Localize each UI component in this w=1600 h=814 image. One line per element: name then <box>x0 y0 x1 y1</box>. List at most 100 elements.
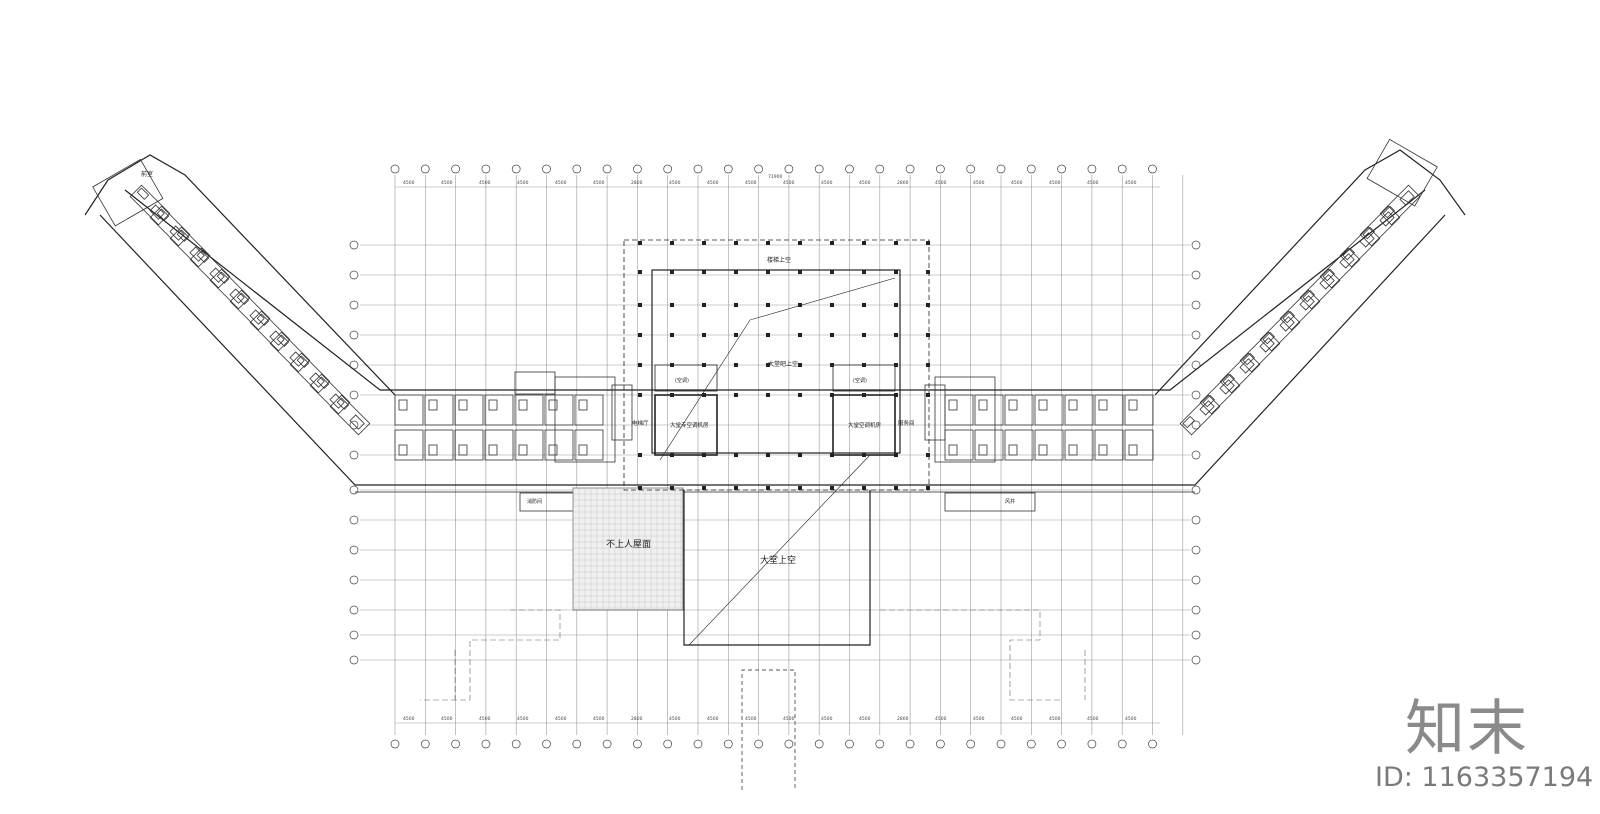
axis-bubble <box>349 655 359 665</box>
guest-room <box>484 394 514 426</box>
room-outline <box>249 310 291 352</box>
column <box>830 486 834 490</box>
column <box>798 241 802 245</box>
column <box>734 270 738 274</box>
column <box>702 486 706 490</box>
dimension-value: 2800 <box>897 180 909 186</box>
axis-bubble <box>784 739 794 749</box>
bed <box>169 225 185 241</box>
dimension-value: 4500 <box>935 180 947 186</box>
guest-room <box>574 394 604 426</box>
column <box>638 333 642 337</box>
axis-bubble <box>349 485 359 495</box>
axis-bubble <box>1117 164 1127 174</box>
bathroom <box>1038 399 1048 411</box>
axis-bubble <box>633 164 642 174</box>
column <box>830 303 834 307</box>
axis-bubble <box>390 739 400 749</box>
column <box>670 453 674 457</box>
room-outline <box>1379 184 1421 226</box>
column <box>734 393 738 397</box>
guest-room <box>149 205 191 247</box>
axis-bubble <box>349 545 359 555</box>
column <box>670 393 674 397</box>
axis-bubble <box>966 164 976 174</box>
room-outline <box>289 352 331 394</box>
dimension-value: 4500 <box>479 716 491 722</box>
guest-room <box>1124 429 1154 461</box>
dimension-value: 4500 <box>593 180 605 186</box>
guest-room <box>1179 394 1221 436</box>
guest-room <box>169 226 211 268</box>
column <box>702 241 706 245</box>
image-id: ID: 1163357194 <box>1375 762 1594 793</box>
column <box>862 363 866 367</box>
axis-bubble <box>602 164 612 174</box>
bathroom <box>1008 444 1018 456</box>
column <box>670 363 674 367</box>
guest-room <box>329 394 371 436</box>
corridor-outer-wall <box>99 214 1446 486</box>
column <box>926 453 930 457</box>
axis-bubble <box>1057 739 1066 749</box>
axis-bubble <box>1191 630 1201 640</box>
bed <box>249 309 265 325</box>
axis-bubble <box>349 420 359 430</box>
bathroom <box>488 444 498 456</box>
bed <box>1199 400 1215 416</box>
bathroom <box>136 187 150 200</box>
bathroom <box>196 250 210 263</box>
label-balcony-void: 楼梯上空 <box>767 256 791 264</box>
left-wing-edge <box>84 154 396 396</box>
room-outline <box>129 184 171 226</box>
guest-room <box>269 331 311 373</box>
column <box>734 363 738 367</box>
label-elevator-hall: 电梯厅 <box>632 419 649 427</box>
axis-bubble <box>1191 240 1201 250</box>
column <box>798 393 802 397</box>
label-front-desk: 前室 <box>141 170 153 178</box>
room-outline <box>1239 331 1281 373</box>
dimension-value: 4500 <box>859 180 871 186</box>
room-outline <box>1299 268 1341 310</box>
guest-room <box>394 429 424 461</box>
axis-bubble <box>1026 164 1036 174</box>
bathroom <box>948 399 958 411</box>
room-outline <box>209 268 251 310</box>
guest-room <box>1299 268 1341 310</box>
axis-bubble <box>905 739 915 749</box>
dimension-value: 4500 <box>935 716 947 722</box>
column <box>830 453 834 457</box>
room-cluster <box>554 376 616 463</box>
bed <box>1339 253 1355 269</box>
room-outline <box>149 205 191 247</box>
label-tag-left: (空调) <box>675 377 689 384</box>
bathroom <box>948 444 958 456</box>
dimension-value: 4500 <box>593 716 605 722</box>
guest-room <box>544 394 574 426</box>
dimension-value: 4500 <box>517 180 529 186</box>
column <box>670 241 674 245</box>
axis-bubble <box>845 739 854 749</box>
room-outline <box>1199 373 1241 415</box>
axis-bubble <box>936 739 945 749</box>
axis-bubble <box>905 164 915 174</box>
bathroom <box>156 208 170 221</box>
bed <box>1219 379 1235 395</box>
guest-room <box>229 289 271 331</box>
column <box>798 453 802 457</box>
axis-bubble <box>349 390 359 400</box>
guest-room <box>574 429 604 461</box>
dimension-value: 4500 <box>403 180 415 186</box>
guest-room <box>544 429 574 461</box>
dimension-value: 4500 <box>783 716 795 722</box>
dimension-value: 4500 <box>479 180 491 186</box>
column <box>862 333 866 337</box>
bathroom <box>256 313 270 326</box>
bathroom <box>1008 399 1018 411</box>
bathroom <box>1038 444 1048 456</box>
column <box>766 241 770 245</box>
total-dimension: 71900 <box>768 174 782 180</box>
guest-room <box>289 352 331 394</box>
column <box>926 363 930 367</box>
